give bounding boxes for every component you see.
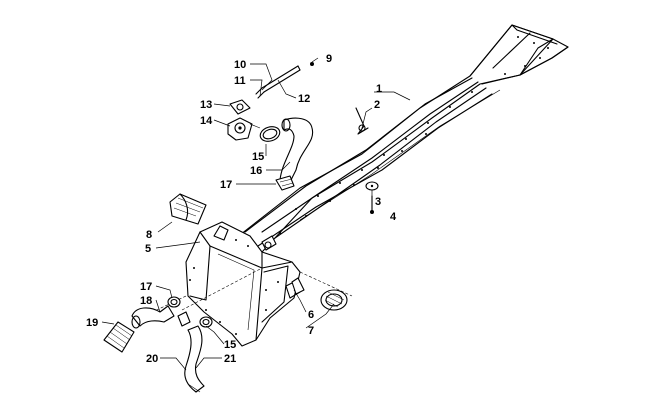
callout-17-upper: 17	[220, 179, 232, 191]
callout-2: 2	[374, 99, 380, 111]
hardware-small	[355, 107, 379, 214]
callout-20: 20	[146, 353, 158, 365]
upper-hose	[275, 117, 314, 191]
rail-rivets	[279, 36, 549, 234]
callout-21: 21	[224, 353, 236, 365]
callout-17-lower: 17	[140, 281, 152, 293]
callout-14: 14	[200, 115, 213, 127]
callout-9: 9	[326, 53, 332, 65]
callout-18: 18	[140, 295, 152, 307]
callout-3: 3	[375, 196, 381, 208]
fitting-and-clip	[291, 271, 353, 311]
callout-16: 16	[250, 165, 262, 177]
heat-exchanger-rail	[235, 24, 569, 253]
callout-labels: 1 2 3 4 5 6 7 8 9 10 11 12 13 14 15 15 1…	[86, 53, 397, 365]
leader-lines	[101, 57, 411, 371]
callout-1: 1	[376, 83, 382, 95]
callout-12: 12	[298, 93, 310, 105]
callout-8: 8	[146, 229, 152, 241]
lower-hoses	[103, 296, 213, 393]
callout-5: 5	[145, 243, 151, 255]
front-heat-exchanger-tank	[139, 221, 301, 347]
callout-7: 7	[308, 325, 314, 337]
callout-4: 4	[390, 211, 397, 223]
callout-19: 19	[86, 317, 98, 329]
callout-13: 13	[200, 99, 212, 111]
callout-10: 10	[234, 59, 246, 71]
callout-6: 6	[308, 309, 314, 321]
decal-pad	[169, 193, 207, 225]
callout-11: 11	[234, 75, 246, 87]
callout-15-lower: 15	[224, 339, 236, 351]
callout-15-upper: 15	[252, 151, 264, 163]
fill-cap-assembly	[227, 62, 314, 142]
